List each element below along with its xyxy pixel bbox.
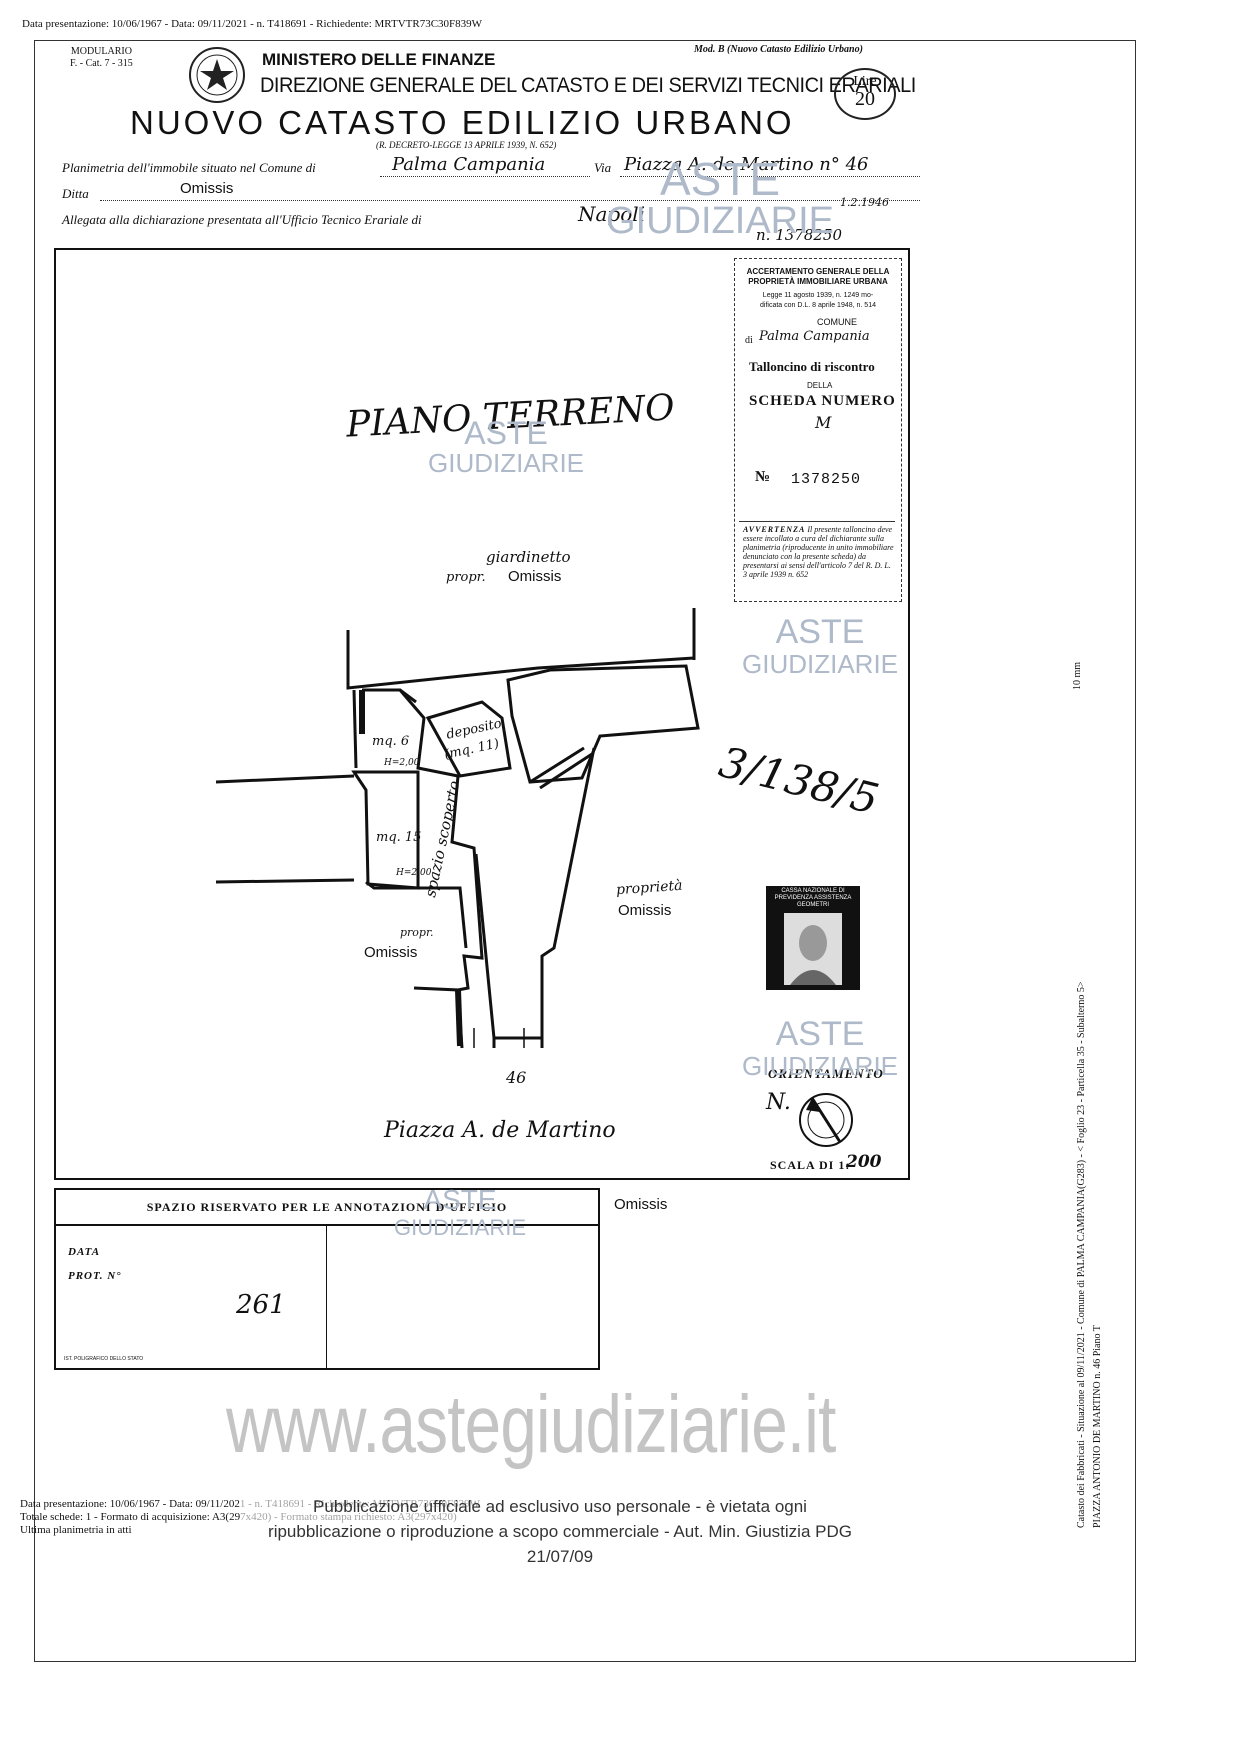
modulario-block: MODULARIO F. - Cat. 7 - 315 bbox=[70, 46, 133, 70]
tallon-comune-value: Palma Campania bbox=[759, 329, 870, 344]
room1-height: H=2,00 bbox=[384, 758, 420, 768]
tallon-numero: 1378250 bbox=[791, 471, 862, 488]
wall-line bbox=[399, 688, 417, 704]
ditta-field: Omissis bbox=[180, 180, 234, 197]
scale-mark-label: 10 mm bbox=[1072, 661, 1083, 690]
comune-field: Palma Campania bbox=[392, 154, 546, 175]
modulario-label: MODULARIO bbox=[70, 46, 132, 57]
allegata-label: Allegata alla dichiarazione presentata a… bbox=[62, 212, 422, 227]
civic-number: 46 bbox=[506, 1068, 527, 1087]
geometri-stamp: CASSA NAZIONALE DI PREVIDENZA ASSISTENZA… bbox=[766, 886, 860, 990]
room1-area: mq. 6 bbox=[372, 734, 410, 749]
right-wing-wall bbox=[506, 664, 700, 784]
mod-b-label: Mod. B (Nuovo Catasto Edilizio Urbano) bbox=[694, 44, 863, 55]
ditta-line bbox=[100, 200, 920, 201]
notice-line2: ripubblicazione o riproduzione a scopo c… bbox=[268, 1522, 852, 1566]
annotations-title: SPAZIO RISERVATO PER LE ANNOTAZIONI D'UF… bbox=[56, 1190, 598, 1226]
via-line bbox=[620, 176, 920, 177]
room-15-wall bbox=[351, 770, 420, 890]
modulario-code: F. - Cat. 7 - 315 bbox=[70, 58, 133, 69]
page-frame bbox=[34, 40, 1136, 1662]
side-vertical-2: PIAZZA ANTONIO DE MARTINO n. 46 Piano T bbox=[1092, 1325, 1103, 1528]
direction-name: DIREZIONE GENERALE DEL CATASTO E DEI SER… bbox=[260, 74, 916, 97]
omissis-proprieta: Omissis bbox=[618, 902, 672, 919]
ufficio-field: Napoli bbox=[578, 202, 646, 226]
tallon-tagliando: Talloncino di riscontro bbox=[749, 359, 875, 374]
tallon-line1: ACCERTAMENTO GENERALE DELLA bbox=[746, 267, 890, 276]
tallon-della: DELLA bbox=[807, 381, 833, 390]
presentation-info-top: Data presentazione: 10/06/1967 - Data: 0… bbox=[22, 18, 483, 30]
room2-area: mq. 15 bbox=[376, 830, 422, 845]
spazio-scoperto-wall bbox=[474, 747, 596, 1040]
omissis-giardinetto: Omissis bbox=[508, 568, 562, 585]
ministry-name: MINISTERO DELLE FINANZE bbox=[262, 50, 496, 69]
numero-field: n. 1378250 bbox=[756, 226, 843, 244]
prot-label: PROT. N° bbox=[68, 1270, 122, 1282]
plan-frame bbox=[54, 248, 910, 1180]
notice-line1: Pubblicazione ufficiale ad esclusivo uso… bbox=[313, 1497, 807, 1516]
propr-left: propr. bbox=[400, 926, 434, 939]
printer-label: IST. POLIGRAFICO DELLO STATO bbox=[64, 1356, 144, 1362]
site-watermark: www.astegiudiziarie.it bbox=[226, 1379, 836, 1470]
giardinetto-label: giardinetto bbox=[486, 548, 571, 566]
side-vertical-1: Catasto dei Fabbricati - Situazione al 0… bbox=[1076, 981, 1087, 1528]
tallon-line2: PROPRIETÀ IMMOBILIARE URBANA bbox=[748, 277, 888, 286]
omissis-left: Omissis bbox=[364, 944, 418, 961]
stamp-line1: CASSA NAZIONALE DI bbox=[781, 888, 845, 894]
deposito-wall bbox=[425, 700, 512, 778]
avvertenza-title: AVVERTENZA bbox=[743, 525, 806, 534]
tallon-m: M bbox=[815, 413, 832, 432]
tallon-line3: Legge 11 agosto 1939, n. 1249 mo- bbox=[762, 292, 874, 299]
publication-notice: Pubblicazione ufficiale ad esclusivo uso… bbox=[240, 1494, 880, 1569]
scala-value: 200 bbox=[846, 1152, 882, 1172]
watermark-2: ASTE GIUDIZIARIE bbox=[428, 415, 585, 478]
annotations-omissis: Omissis bbox=[614, 1196, 668, 1213]
document-title: NUOVO CATASTO EDILIZIO URBANO bbox=[130, 104, 795, 141]
planimetria-label: Planimetria dell'immobile situato nel Co… bbox=[62, 160, 316, 175]
via-label: Via bbox=[594, 160, 612, 175]
tallon-numero-prefix: № bbox=[755, 469, 771, 485]
watermark-1: ASTE GIUDIZIARIE bbox=[606, 153, 835, 242]
room2-height: H=2,00 bbox=[396, 868, 432, 878]
watermark-giudiziarie: GIUDIZIARIE bbox=[606, 200, 835, 242]
scala-label: SCALA DI 1: bbox=[770, 1158, 851, 1172]
boundary-wall-top bbox=[346, 630, 695, 690]
tallon-di: di bbox=[745, 335, 753, 346]
data-label: DATA bbox=[68, 1246, 101, 1258]
talloncino-box: ACCERTAMENTO GENERALE DELLA PROPRIETÀ IM… bbox=[734, 258, 902, 602]
north-compass-icon bbox=[799, 1093, 853, 1147]
avvertenza-text: Il presente talloncino deve essere incol… bbox=[743, 525, 894, 579]
tallon-line4: dificata con D.L. 8 aprile 1948, n. 514 bbox=[760, 302, 876, 309]
tallon-scheda: SCHEDA NUMERO bbox=[749, 393, 896, 409]
watermark-aste: ASTE bbox=[659, 153, 781, 205]
stamp-portrait-icon bbox=[784, 913, 842, 985]
republic-emblem-icon bbox=[188, 46, 246, 104]
north-label: N. bbox=[766, 1090, 791, 1115]
decree-note: (R. DECRETO-LEGGE 13 APRILE 1939, N. 652… bbox=[376, 140, 557, 150]
stamp-line3: GEOMETRI bbox=[796, 902, 829, 908]
via-field: Piazza A. de Martino n° 46 bbox=[624, 154, 869, 175]
footer-line3: Ultima planimetria in atti bbox=[20, 1524, 132, 1536]
ditta-label: Ditta bbox=[62, 186, 89, 201]
watermark-3: ASTE GIUDIZIARIE bbox=[742, 613, 899, 679]
watermark-4: ASTE GIUDIZIARIE bbox=[742, 1015, 899, 1081]
lire-stamp: Lire 20 bbox=[834, 68, 896, 120]
lire-label: Lire bbox=[853, 74, 877, 89]
prot-value: 261 bbox=[236, 1290, 286, 1320]
tallon-comune-label: COMUNE bbox=[817, 317, 857, 327]
watermark-5: ASTE GIUDIZIARIE bbox=[394, 1184, 527, 1241]
stamp-line2: PREVIDENZA ASSISTENZA bbox=[774, 895, 852, 901]
propr-giardinetto: propr. bbox=[446, 570, 486, 585]
lire-value: 20 bbox=[855, 88, 875, 110]
comune-line bbox=[380, 176, 590, 177]
date-field: 1.2.1946 bbox=[840, 196, 889, 209]
piazza-label: Piazza A. de Martino bbox=[384, 1118, 616, 1143]
orientamento-label: ORIENTAMENTO bbox=[768, 1066, 884, 1081]
annotations-box: SPAZIO RISERVATO PER LE ANNOTAZIONI D'UF… bbox=[54, 1188, 600, 1370]
floor-plan-drawing bbox=[215, 608, 853, 1147]
